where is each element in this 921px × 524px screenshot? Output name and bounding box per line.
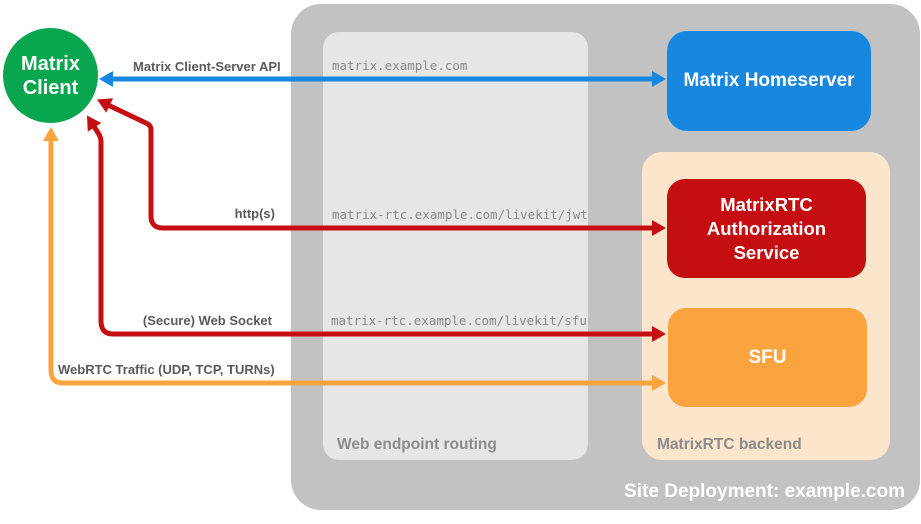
- matrix-homeserver-label: Matrix Homeserver: [683, 70, 855, 91]
- matrixrtc-authorization-service-label: MatrixRTC Authorization Service: [706, 193, 827, 263]
- web-endpoint-routing-panel: [323, 32, 588, 460]
- websocket-sfu-label: (Secure) Web Socket: [142, 313, 272, 328]
- matrix-client-label: Matrix Client: [21, 52, 80, 99]
- endpoint-livekit-jwt: matrix-rtc.example.com/livekit/jwt: [332, 207, 588, 222]
- matrixrtc-backend-label: MatrixRTC backend: [657, 436, 802, 453]
- matrix-client-node: Matrix Client: [3, 28, 98, 123]
- endpoint-matrix-example-com: matrix.example.com: [332, 58, 468, 73]
- site-deployment-label: Site Deployment: example.com: [624, 481, 905, 502]
- matrix-homeserver-node: Matrix Homeserver: [667, 31, 871, 131]
- matrixrtc-authorization-service-node: MatrixRTC Authorization Service: [667, 179, 866, 278]
- sfu-node: SFU: [668, 308, 867, 407]
- client-server-api-label: Matrix Client-Server API: [133, 59, 281, 74]
- sfu-label: SFU: [748, 346, 787, 368]
- https-auth-label: http(s): [234, 206, 275, 221]
- endpoint-livekit-sfu: matrix-rtc.example.com/livekit/sfu: [331, 313, 587, 328]
- web-endpoint-routing-label: Web endpoint routing: [337, 436, 497, 453]
- webrtc-traffic-label: WebRTC Traffic (UDP, TCP, TURNs): [58, 362, 275, 377]
